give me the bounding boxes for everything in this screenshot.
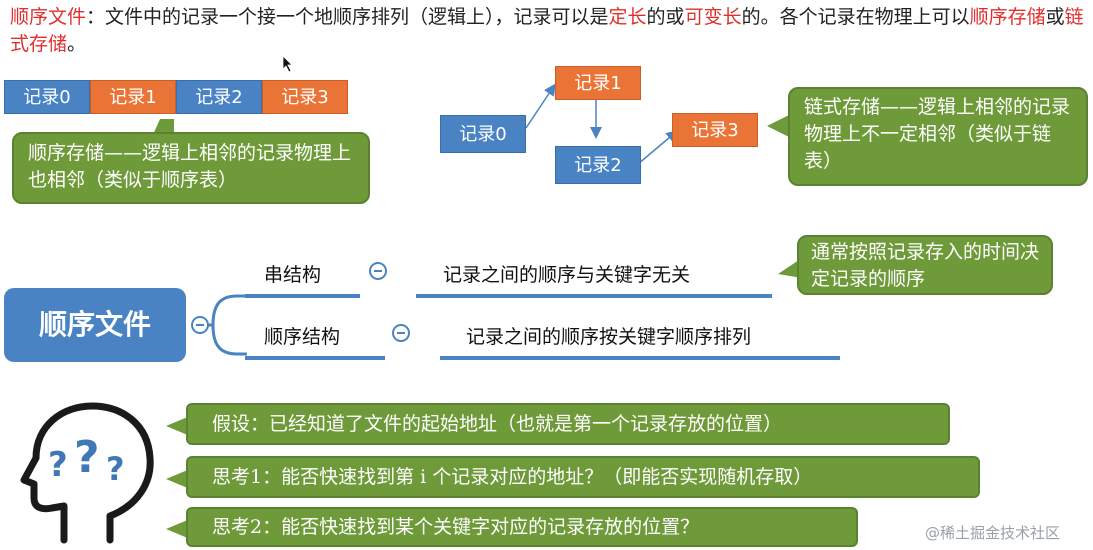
term-linked-storage: 链式存储 <box>10 6 1084 55</box>
branch-1-collapse-icon[interactable] <box>369 262 387 280</box>
branch-desc-sequential-structure: 记录之间的顺序按关键字顺序排列 <box>466 326 752 348</box>
branch-2-collapse-icon[interactable] <box>392 324 410 342</box>
intro-paragraph: 顺序文件：文件中的记录一个接一个地顺序排列（逻辑上），记录可以是定长的或可变长的… <box>10 4 1085 58</box>
linked-record-0: 记录0 <box>440 115 526 153</box>
watermark: @稀土掘金技术社区 <box>925 524 1061 542</box>
branch-desc-string-structure: 记录之间的顺序与关键字无关 <box>443 264 691 286</box>
intro-text-5: 。 <box>67 33 87 55</box>
linked-storage-note: 链式存储——逻辑上相邻的记录物理上不一定相邻（类似于链表） <box>788 87 1088 186</box>
thinking-head-icon: ? ? ? <box>20 402 154 544</box>
intro-text-2: 的或 <box>646 6 685 28</box>
mouse-cursor-icon <box>282 55 293 73</box>
linked-callout-pointer <box>767 114 791 138</box>
question-1-box: 思考1：能否快速找到第 i 个记录对应的地址？（即能否实现随机存取） <box>186 456 980 498</box>
seq-record-2: 记录2 <box>176 80 262 114</box>
mindmap-callout-pointer <box>778 258 802 278</box>
root-collapse-icon[interactable] <box>191 316 209 334</box>
desc-line-2 <box>440 356 840 360</box>
thought-pointer-2 <box>166 469 190 489</box>
term-fixed-length: 定长 <box>608 6 647 28</box>
question-2-box: 思考2：能否快速找到某个关键字对应的记录存放的位置？ <box>186 507 858 547</box>
desc-line-1 <box>416 294 772 298</box>
intro-text-3: 的。各个记录在物理上可以 <box>741 6 970 28</box>
branch-label-string-structure: 串结构 <box>264 264 322 286</box>
svg-text:?: ? <box>106 450 125 488</box>
term-sequential-storage: 顺序存储 <box>969 6 1046 28</box>
thought-pointer-1 <box>166 416 190 436</box>
branch-label-sequential-structure: 顺序结构 <box>264 326 341 348</box>
intro-text-4: 或 <box>1045 6 1065 28</box>
branch-line-1 <box>245 294 360 298</box>
linked-record-3: 记录3 <box>672 113 758 147</box>
svg-text:?: ? <box>48 445 68 485</box>
term-variable-length: 可变长 <box>684 6 742 28</box>
term-sequential-file: 顺序文件 <box>10 6 87 28</box>
thought-pointer-3 <box>166 519 190 539</box>
linked-storage-arrows <box>525 83 679 165</box>
svg-text:?: ? <box>74 432 100 483</box>
mindmap-note: 通常按照记录存入的时间决定记录的顺序 <box>797 235 1053 295</box>
linked-record-1: 记录1 <box>555 66 641 100</box>
intro-text-1: ：文件中的记录一个接一个地顺序排列（逻辑上），记录可以是 <box>86 6 609 28</box>
seq-record-3: 记录3 <box>262 80 348 114</box>
linked-record-2: 记录2 <box>555 146 641 184</box>
branch-line-2 <box>245 356 385 360</box>
assumption-box: 假设：已经知道了文件的起始地址（也就是第一个记录存放的位置） <box>186 403 950 445</box>
mindmap-root: 顺序文件 <box>4 288 186 362</box>
seq-record-0: 记录0 <box>4 80 90 114</box>
seq-storage-note: 顺序存储——逻辑上相邻的记录物理上也相邻（类似于顺序表） <box>12 132 370 204</box>
seq-record-1: 记录1 <box>90 80 176 114</box>
